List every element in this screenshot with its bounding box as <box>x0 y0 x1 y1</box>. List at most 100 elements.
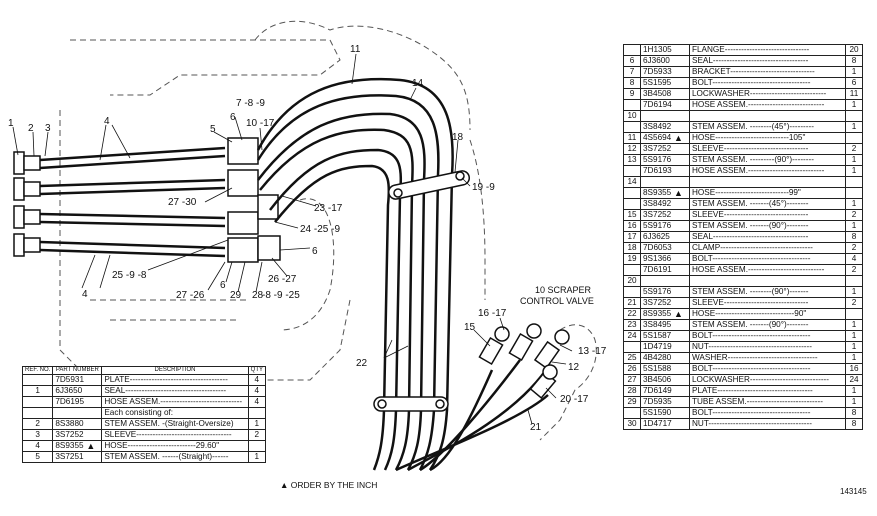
description-text: CLAMP---------------------------------- <box>692 243 813 252</box>
description-text: TUBE ASSEM.---------------------------- <box>692 397 823 406</box>
qty-cell: 8 <box>845 407 863 419</box>
valve-fittings <box>478 323 570 399</box>
table-row: 3S8492 STEM ASSEM. -------(45°)--------1 <box>623 198 863 210</box>
description-cell: HOSE ASSEM.---------------------------- <box>689 264 846 276</box>
ref-cell: 6 <box>623 55 641 67</box>
description-text: HOSE-----------------------------90" <box>692 309 807 318</box>
part-number-cell: 3B4506 <box>640 374 690 386</box>
part-number-cell <box>640 275 690 287</box>
callout-6-lower: 6 <box>220 280 226 291</box>
table-row: 8S9355▲ HOSE---------------------------9… <box>623 187 863 199</box>
qty-cell: 1 <box>845 121 863 133</box>
flange-block <box>227 137 281 263</box>
part-number-cell <box>640 176 690 188</box>
callout-24-25-9: 24 -25 -9 <box>300 224 340 235</box>
ref-cell: 11 <box>623 132 641 144</box>
description-cell: PLATE-----------------------------------… <box>101 374 249 386</box>
part-number-cell: 8S3880 <box>52 418 103 430</box>
callout-27-26: 27 -26 <box>176 290 205 301</box>
description-text: BRACKET------------------------------- <box>692 67 815 76</box>
qty-cell <box>845 110 863 122</box>
table-row: Each consisting of: <box>21 407 267 419</box>
description-cell: SLEEVE----------------------------------… <box>101 429 249 441</box>
description-cell: STEM ASSEM. --------(45°)--------- <box>689 121 846 133</box>
part-number-cell: 3S7252 <box>640 143 690 155</box>
callout-14: 14 <box>412 78 424 89</box>
qty-cell: 1 <box>845 396 863 408</box>
part-number-cell: 7D6193 <box>640 165 690 177</box>
description-cell <box>689 176 846 188</box>
callout-6: 6 <box>230 112 236 123</box>
parts-list-left: REF. NO. PART NUMBER DESCRIPTION QTY 7D5… <box>21 366 267 463</box>
part-number-cell: 4B4280 <box>640 352 690 364</box>
description-cell: ▲ HOSE---------------------------105" <box>674 132 846 144</box>
description-text: HOSE-------------------------29.60" <box>104 441 220 450</box>
description-text: BOLT------------------------------------ <box>692 331 811 340</box>
description-text: HOSE ASSEM.---------------------------- <box>692 100 825 109</box>
qty-cell: 1 <box>247 418 267 430</box>
part-number-cell: 5S9176 <box>640 154 690 166</box>
qty-cell: 1 <box>845 385 863 397</box>
qty-cell <box>247 440 267 452</box>
callout-21: 21 <box>530 422 542 433</box>
callout-19-9: 19 -9 <box>472 182 495 193</box>
description-cell: BOLT------------------------------------ <box>689 363 846 375</box>
qty-cell: 24 <box>845 374 863 386</box>
ref-cell: 5 <box>21 451 54 463</box>
description-cell: STEM ASSEM. ------(Straight)------ <box>101 451 249 463</box>
callout-5: 5 <box>210 124 216 135</box>
description-text: NUT-------------------------------------… <box>692 419 812 428</box>
part-number-cell: 7D6194 <box>640 99 690 111</box>
callout-16-17: 16 -17 <box>478 308 507 319</box>
ref-cell: 9 <box>623 88 641 100</box>
callout-3: 3 <box>45 123 51 134</box>
description-cell: SLEEVE------------------------------- <box>689 143 846 155</box>
qty-cell <box>247 407 267 419</box>
description-cell: ▲ HOSE---------------------------99" <box>674 187 846 199</box>
description-cell: CLAMP---------------------------------- <box>689 242 846 254</box>
leader-lines <box>12 53 573 425</box>
part-number-cell: 7D6191 <box>640 264 690 276</box>
callout-7-8-9: 7 -8 -9 <box>236 98 265 109</box>
qty-cell: 4 <box>845 253 863 265</box>
part-number-cell: 5S1595 <box>640 77 690 89</box>
part-number-cell: 7D6195 <box>52 396 103 408</box>
part-number-cell: 5S1588 <box>640 363 690 375</box>
ref-cell: 8 <box>623 77 641 89</box>
description-cell: STEM ASSEM. -------(45°)-------- <box>689 198 846 210</box>
description-text: WASHER--------------------------------- <box>692 353 818 362</box>
callout-15: 15 <box>464 322 476 333</box>
description-text: STEM ASSEM. --------(90°)------- <box>692 287 809 296</box>
table-header-row: REF. NO. PART NUMBER DESCRIPTION QTY <box>21 366 267 375</box>
description-text: Each consisting of: <box>104 408 174 417</box>
description-text: SEAL----------------------------------- <box>692 232 809 241</box>
description-cell: SEAL----------------------------------- <box>689 231 846 243</box>
description-text: SLEEVE------------------------------- <box>692 298 809 307</box>
qty-cell: 2 <box>845 264 863 276</box>
qty-cell: 4 <box>247 374 267 386</box>
qty-cell: 1 <box>845 352 863 364</box>
description-cell: HOSE ASSEM.-----------------------------… <box>101 396 249 408</box>
description-cell: HOSE ASSEM.---------------------------- <box>689 165 846 177</box>
description-cell: TUBE ASSEM.---------------------------- <box>689 396 846 408</box>
description-cell: LOCKWASHER---------------------------- <box>689 88 846 100</box>
callout-11: 11 <box>350 44 361 55</box>
callout-20-17: 20 -17 <box>560 394 589 405</box>
ref-cell: 30 <box>623 418 641 430</box>
callout-1: 1 <box>8 118 14 129</box>
part-number-cell: 7D6053 <box>640 242 690 254</box>
ref-cell: 25 <box>623 352 641 364</box>
left-hoses <box>39 146 226 258</box>
description-cell: BRACKET------------------------------- <box>689 66 846 78</box>
